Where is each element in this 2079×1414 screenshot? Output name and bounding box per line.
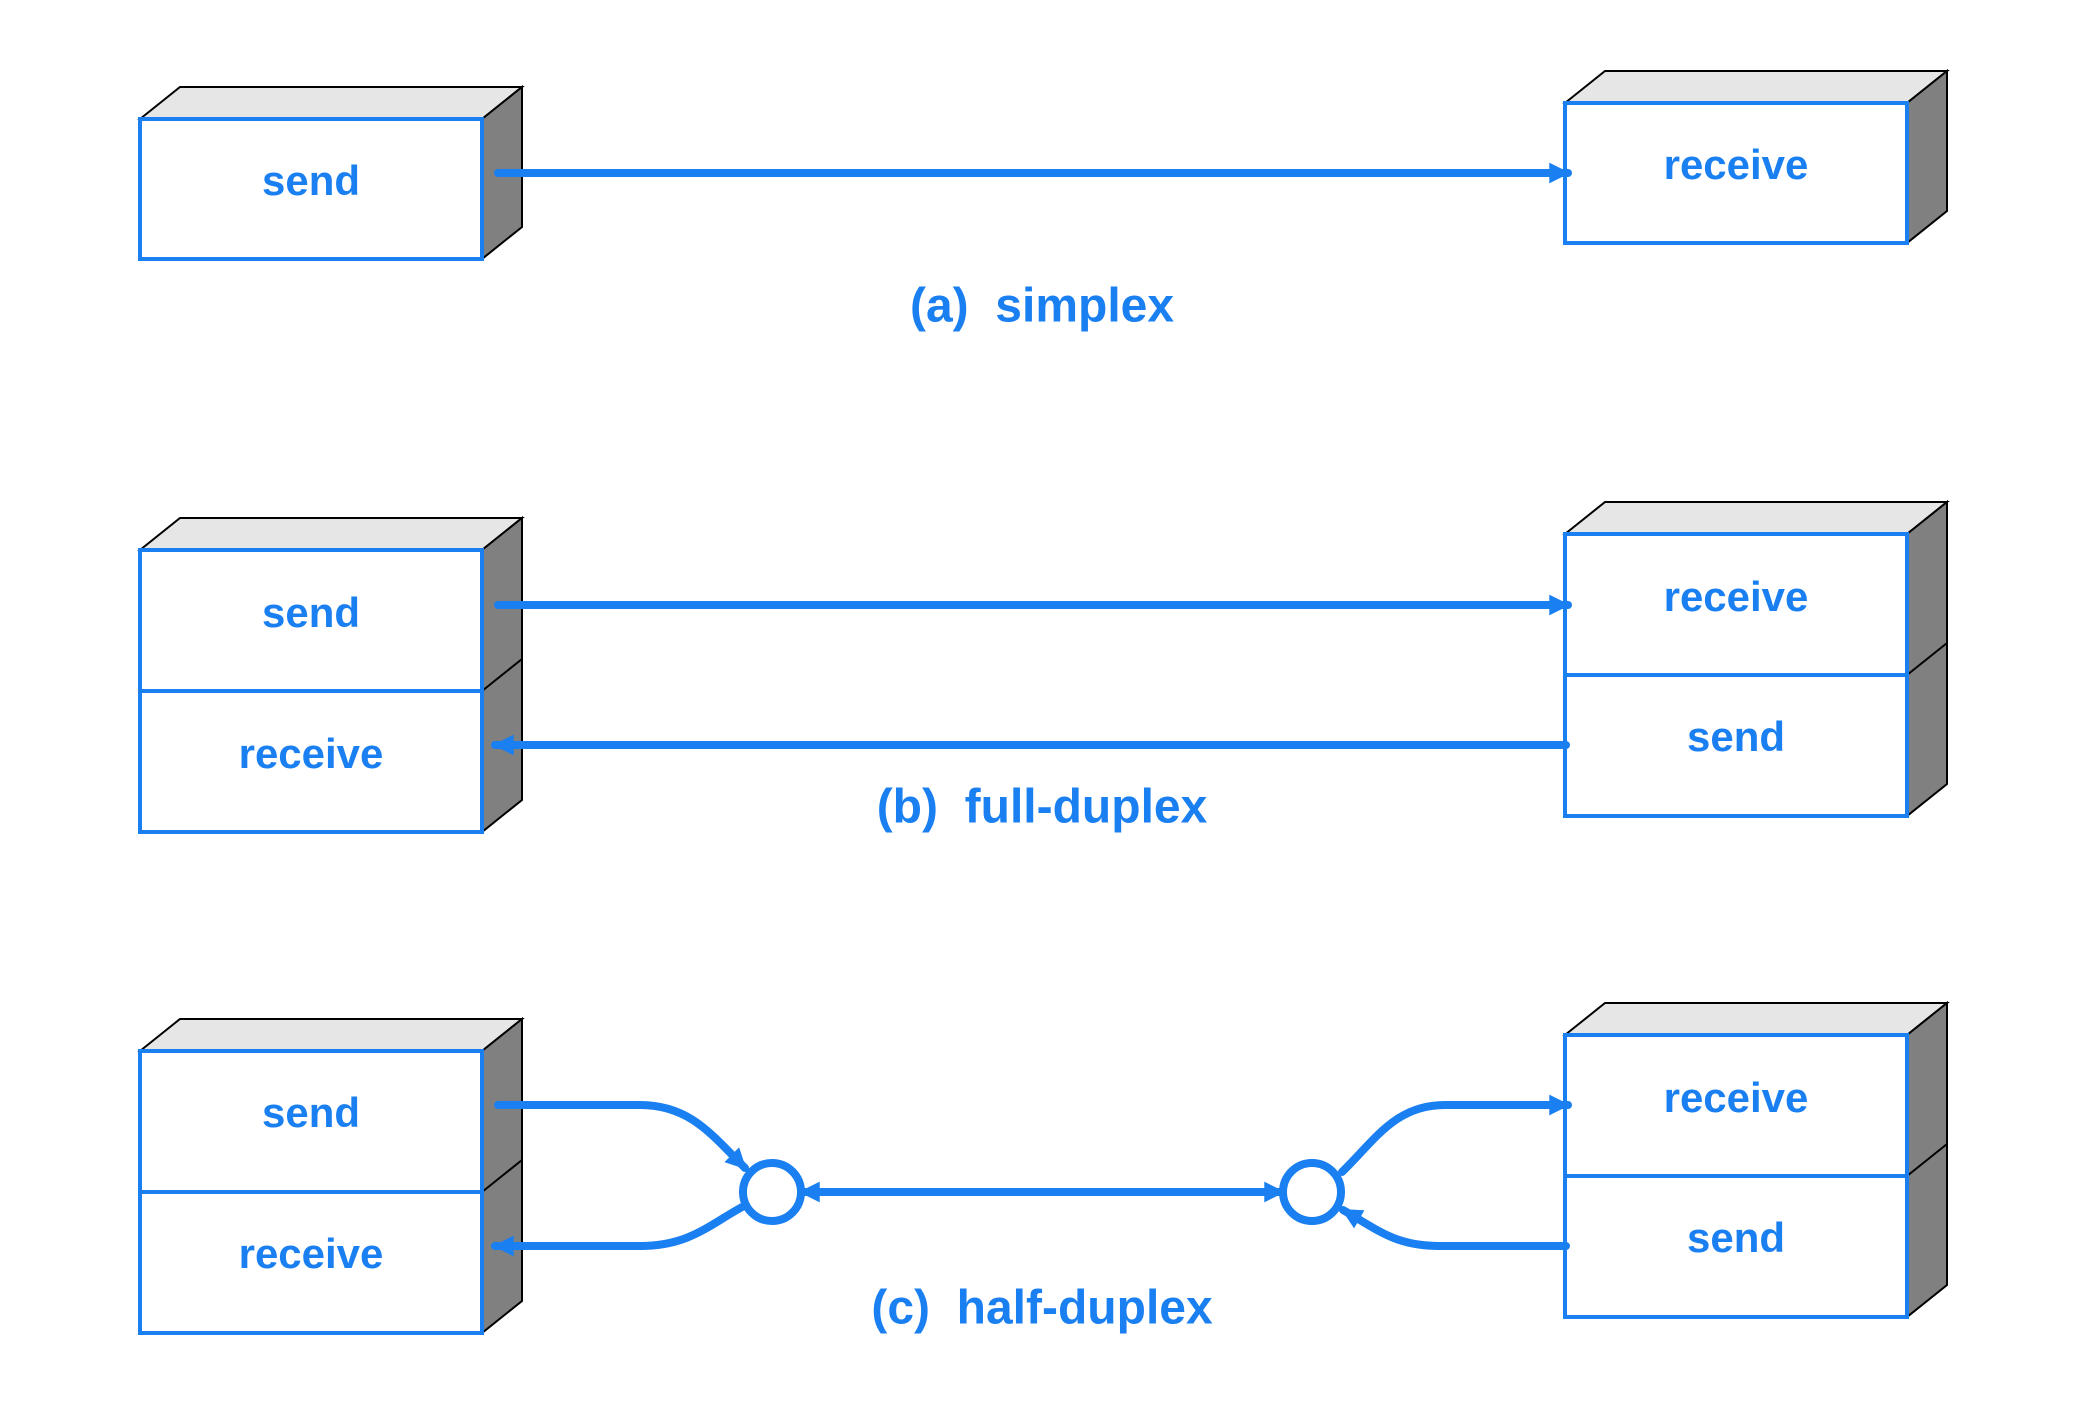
half-duplex-right-box: receive send: [1562, 1000, 1950, 1320]
left-switch-to-receive-curve: [491, 1202, 748, 1257]
box-top-face: [137, 86, 525, 120]
box-front-face-bottom: [1563, 1174, 1909, 1319]
box-top-face: [137, 1018, 525, 1052]
left-receive-label: receive: [239, 730, 384, 777]
full-duplex-section: send receive receive send (b) full-duple…: [137, 499, 1950, 835]
simplex-receiver-box: receive: [1562, 68, 1950, 246]
box-top-face: [1562, 501, 1950, 535]
box-front-face: [138, 117, 484, 261]
simplex-section: send receive (a) simplex: [137, 68, 1950, 333]
right-send-label: send: [1687, 713, 1785, 760]
box-front-face-bottom: [138, 689, 484, 834]
left-send-label: send: [262, 1089, 360, 1136]
right-receive-label: receive: [1664, 1074, 1809, 1121]
box-top-face: [1562, 1002, 1950, 1036]
simplex-caption: (a) simplex: [910, 280, 1174, 333]
half-duplex-caption: (c) half-duplex: [871, 1282, 1213, 1335]
right-receive-label: receive: [1664, 573, 1809, 620]
half-duplex-left-box: send receive: [137, 1016, 525, 1336]
box-front-face-top: [138, 1049, 484, 1194]
box-front-face-top: [1563, 532, 1909, 677]
box-front-face-bottom: [1563, 673, 1909, 818]
box-side-divider: [1906, 642, 1948, 676]
box-front-face: [1563, 101, 1909, 245]
right-send-label: send: [1687, 1214, 1785, 1261]
left-switch-node: [739, 1159, 805, 1225]
left-send-label: send: [262, 589, 360, 636]
receiver-label: receive: [1664, 141, 1809, 188]
full-duplex-caption: (b) full-duplex: [877, 781, 1208, 834]
left-receive-label: receive: [239, 1230, 384, 1277]
box-side-divider: [481, 658, 523, 692]
box-side-divider: [1906, 1143, 1948, 1177]
right-switch-to-receive-curve: [1338, 1094, 1572, 1176]
box-front-face-top: [1563, 1033, 1909, 1178]
box-front-face-bottom: [138, 1190, 484, 1335]
box-top-face: [137, 517, 525, 551]
box-side-divider: [481, 1159, 523, 1193]
sender-label: send: [262, 157, 360, 204]
box-top-face: [1562, 70, 1950, 104]
left-send-to-switch-curve: [494, 1101, 749, 1172]
simplex-sender-box: send: [137, 84, 525, 262]
right-send-to-switch-curve: [1339, 1206, 1570, 1250]
half-duplex-section: send receive receive send (c) half-duple…: [137, 1000, 1950, 1336]
full-duplex-left-box: send receive: [137, 515, 525, 835]
full-duplex-right-box: receive send: [1562, 499, 1950, 819]
right-switch-node: [1279, 1159, 1345, 1225]
